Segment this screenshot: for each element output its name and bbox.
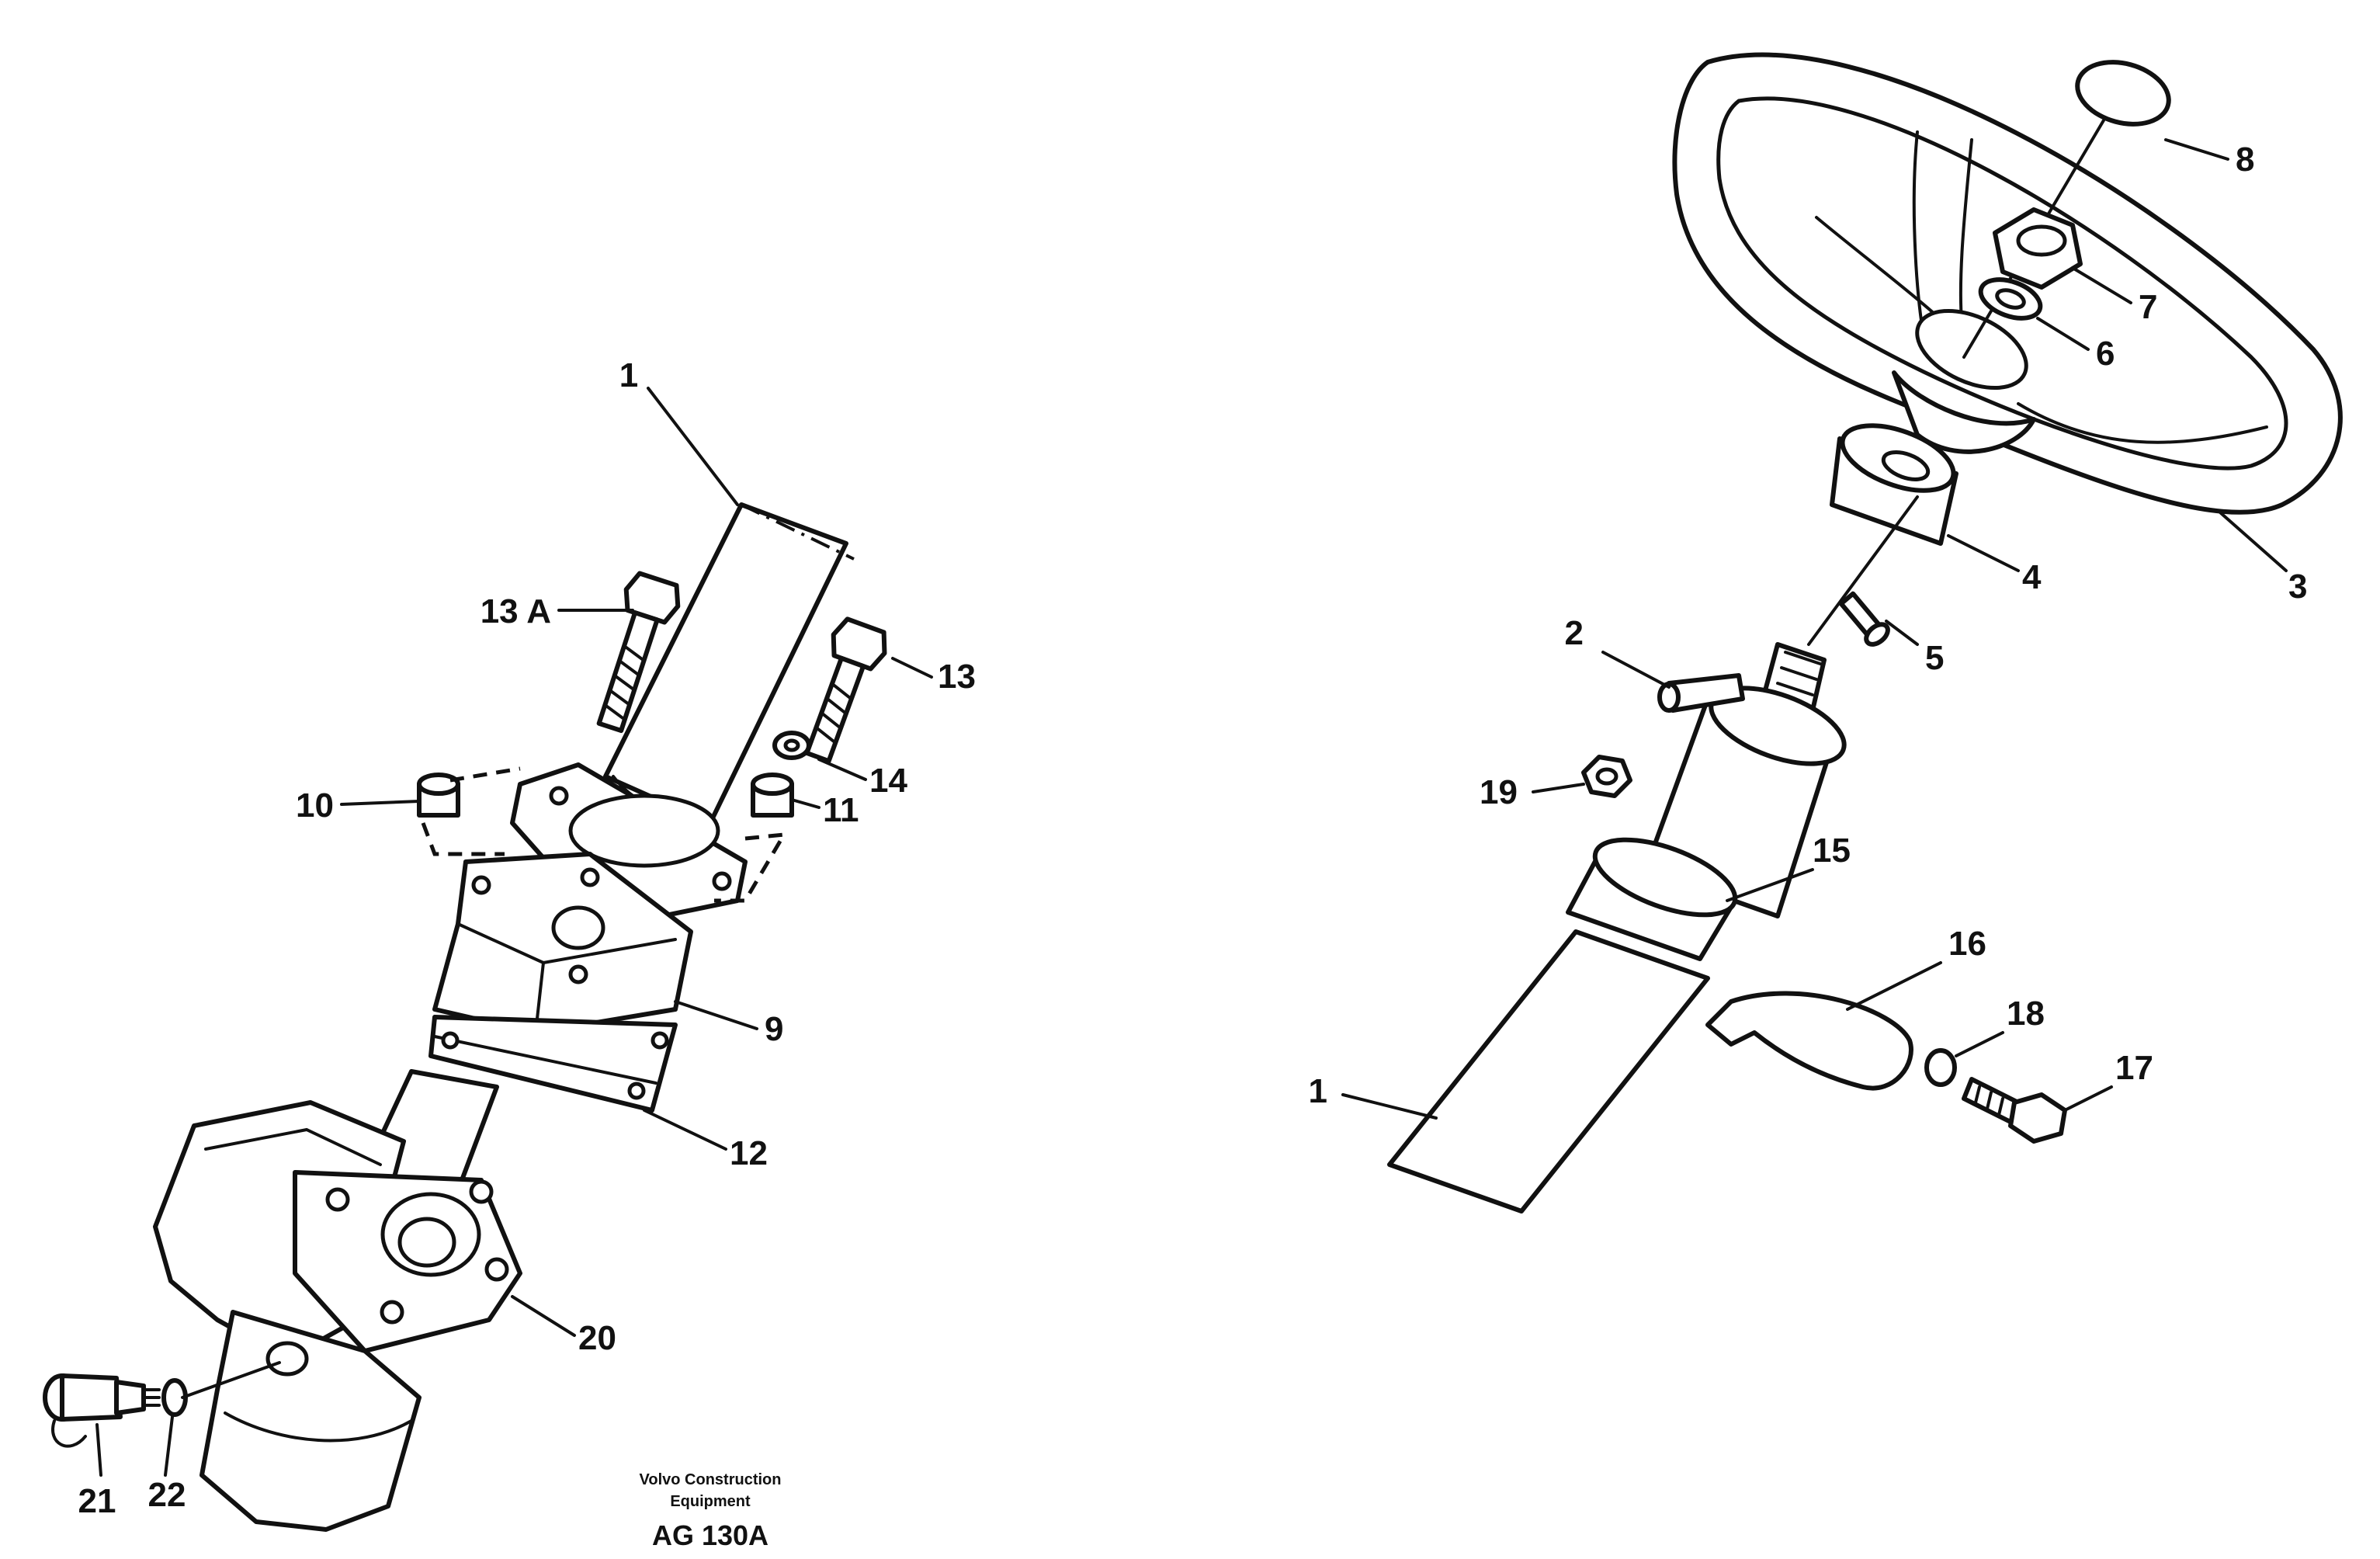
callout-22: 22 <box>148 1476 186 1514</box>
callout-17: 17 <box>2115 1049 2153 1087</box>
fitting-21 <box>43 1373 161 1448</box>
caption-subline: Equipment <box>670 1493 751 1510</box>
bracket-9-hole <box>568 964 588 984</box>
bracket-9-hole <box>580 867 600 887</box>
screw-5 <box>1838 591 1890 647</box>
assembly-axis-lower <box>1807 495 1919 646</box>
callout-13: 13 <box>938 658 976 696</box>
callout-6: 6 <box>2096 335 2115 373</box>
bolt-17 <box>1962 1077 2067 1144</box>
callout-20: 20 <box>578 1319 616 1357</box>
callout-1-right: 1 <box>1309 1072 1327 1110</box>
callout-15: 15 <box>1813 832 1851 870</box>
plate-12 <box>428 1015 678 1113</box>
bolt-13a <box>596 571 681 734</box>
callout-7: 7 <box>2139 288 2157 326</box>
right-assembly: 8 7 6 3 4 5 2 19 15 16 18 17 1 <box>1309 52 2343 1214</box>
assembly-path-11 <box>714 832 788 903</box>
column-tube-right <box>1387 837 1738 1214</box>
nut-19 <box>1581 755 1632 798</box>
bolt-13 <box>804 616 887 764</box>
nut-7 <box>1993 207 2083 290</box>
callout-16: 16 <box>1948 925 1986 963</box>
callout-10: 10 <box>296 786 334 825</box>
pin-2-end <box>1657 682 1681 713</box>
left-assembly: 1 13 A 13 10 14 11 9 12 20 21 22 <box>43 356 976 1532</box>
callout-1-left: 1 <box>619 356 638 394</box>
callout-18: 18 <box>2007 995 2045 1033</box>
clamp-16 <box>1705 991 1913 1091</box>
callout-11: 11 <box>823 791 859 829</box>
washer-14-hole <box>783 738 800 752</box>
callout-5: 5 <box>1925 639 1944 677</box>
steering-unit-20 <box>153 1100 522 1532</box>
callout-21: 21 <box>78 1482 116 1520</box>
spacer-10 <box>417 773 460 818</box>
callout-13a: 13 A <box>481 592 551 630</box>
callout-12: 12 <box>730 1134 768 1172</box>
callout-9: 9 <box>765 1010 783 1048</box>
caption-block: Volvo Construction Equipment AG 130A <box>640 1471 782 1551</box>
callout-2: 2 <box>1565 614 1584 652</box>
callout-3: 3 <box>2288 568 2307 606</box>
steering-unit-fitting-port <box>265 1341 309 1377</box>
callout-8: 8 <box>2236 141 2254 179</box>
callout-4: 4 <box>2022 558 2042 596</box>
hub-4 <box>1830 423 1958 546</box>
washer-6-hole <box>1995 288 2026 310</box>
callout-14: 14 <box>869 762 907 800</box>
flange-collar <box>568 793 720 868</box>
caption-company: Volvo Construction <box>640 1471 782 1488</box>
bracket-9-bore <box>551 905 605 950</box>
callout-19: 19 <box>1480 773 1518 811</box>
bracket-9-hole <box>471 875 491 895</box>
bracket-9 <box>432 852 693 1035</box>
horn-cap-8 <box>2075 60 2171 127</box>
caption-code: AG 130A <box>652 1519 768 1551</box>
steering-unit-spline <box>397 1217 456 1268</box>
spacer-11 <box>751 773 794 818</box>
washer-18 <box>1924 1048 1957 1087</box>
fitting-line <box>181 1361 281 1399</box>
assembly-path-10 <box>421 766 521 856</box>
flange-hole <box>549 786 569 806</box>
flange-hole <box>712 871 732 891</box>
